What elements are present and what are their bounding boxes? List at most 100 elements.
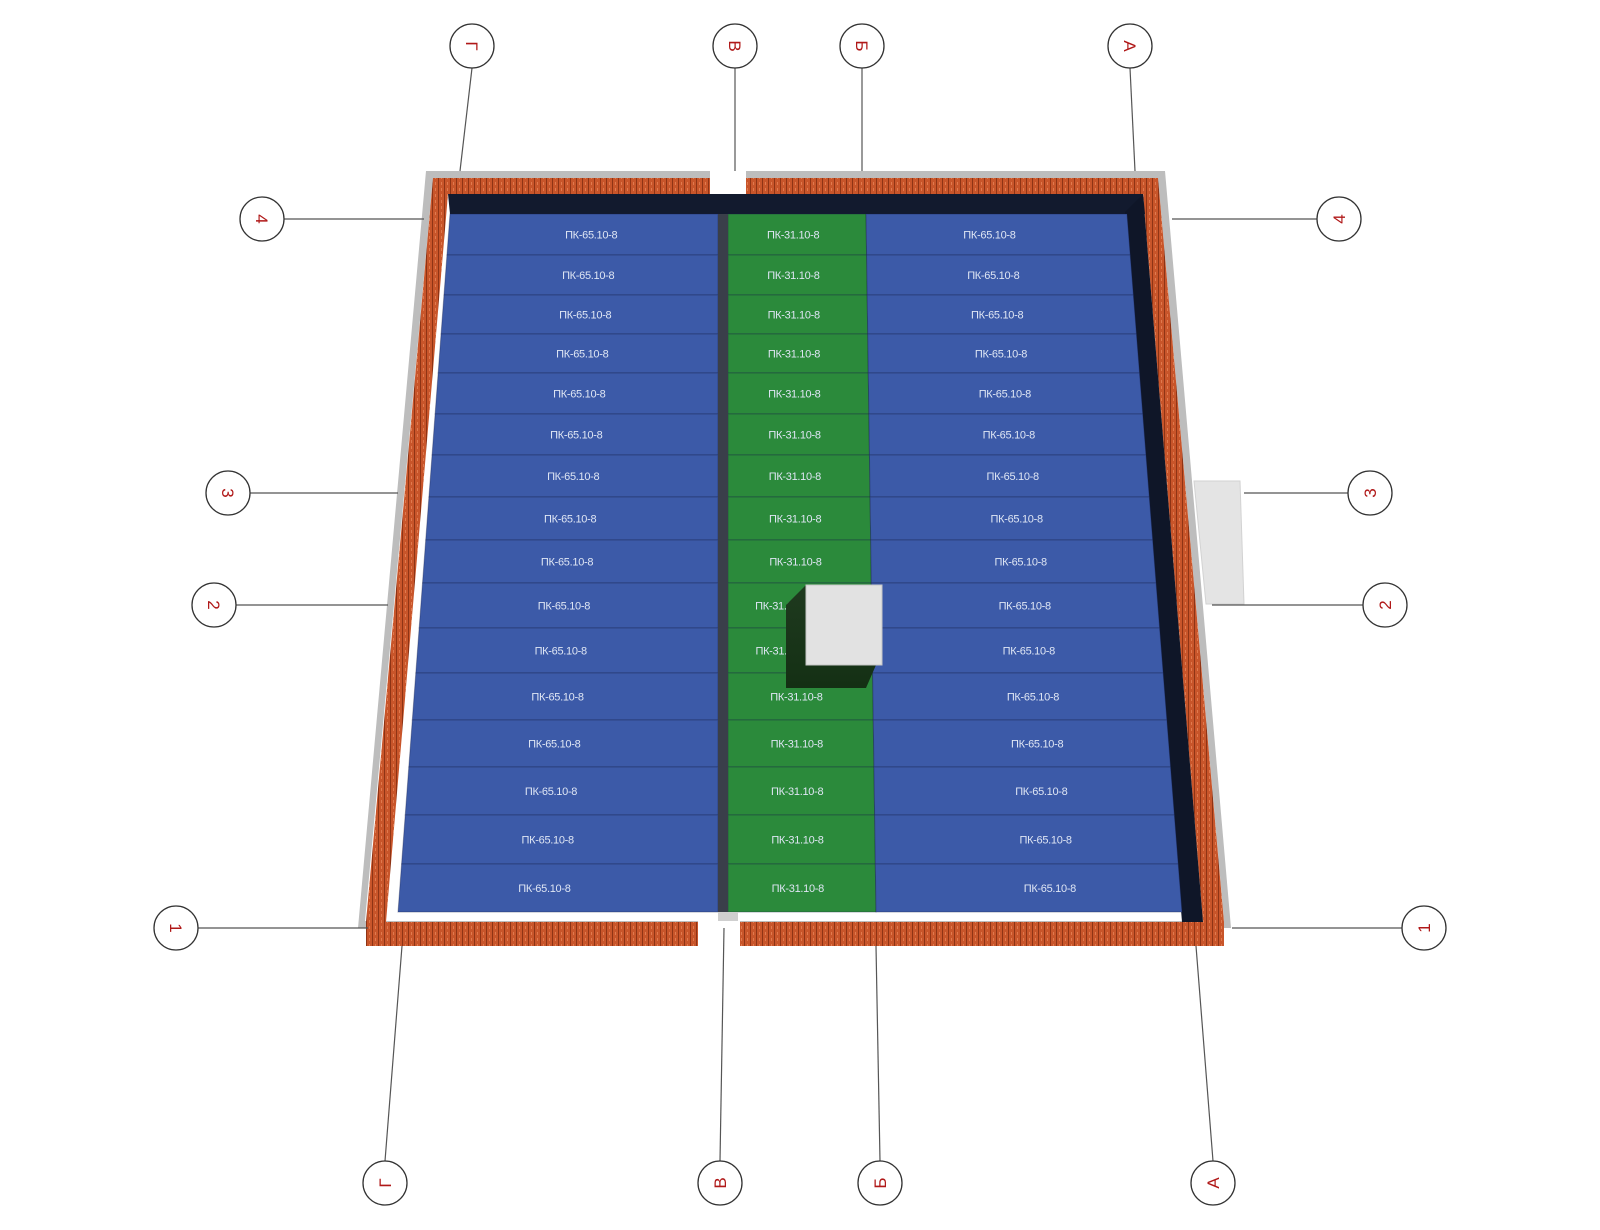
axis-marker-right-0-label: 4 [1330,214,1349,223]
middle-slab-label: ПК-31.10-8 [772,883,824,895]
axis-marker-left-0: 4 [239,196,285,242]
axis-marker-left-1-circle [205,470,251,516]
right-slab-label: ПК-65.10-8 [975,349,1027,361]
axis-marker-right-2-label: 2 [1376,600,1395,609]
axis-line-bottom-2 [875,945,881,1162]
left-slab-label: ПК-65.10-8 [544,514,596,526]
axis-marker-left-1: 3 [205,470,251,516]
left-slab-label: ПК-65.10-8 [538,601,590,613]
left-slab-label: ПК-65.10-8 [565,230,617,242]
axis-marker-left-0-circle [239,196,285,242]
axis-marker-right-0: 4 [1316,196,1362,242]
middle-slab-label: ПК-31.10-8 [767,230,819,242]
axis-marker-bottom-2: Б [857,1160,903,1206]
left-slab-label: ПК-65.10-8 [550,430,602,442]
axis-marker-left-1-label: 3 [218,488,237,497]
external-annex [1193,480,1245,605]
axis-marker-top-1-label: В [725,40,744,51]
axis-marker-left-3-circle [153,905,199,951]
axis-marker-right-1-label: 3 [1361,488,1380,497]
right-slab-label: ПК-65.10-8 [967,270,1019,282]
axis-marker-top-2-circle [839,23,885,69]
axis-marker-left-2-label: 2 [204,600,223,609]
axis-marker-right-2-circle [1362,582,1408,628]
axis-marker-top-0-circle [449,23,495,69]
axis-marker-bottom-3-circle [1190,1160,1236,1206]
right-slab-label: ПК-65.10-8 [1024,883,1076,895]
middle-slab-label: ПК-31.10-8 [768,310,820,322]
axis-line-top-0 [459,67,473,172]
axis-marker-right-3-circle [1401,905,1447,951]
axis-marker-left-2: 2 [191,582,237,628]
axis-marker-right-0-circle [1316,196,1362,242]
axis-marker-right-3: 1 [1401,905,1447,951]
axis-line-bottom-3 [1195,945,1214,1162]
right-slab-label: ПК-65.10-8 [991,514,1043,526]
right-slab-label: ПК-65.10-8 [1019,835,1071,847]
right-slab-label: ПК-65.10-8 [979,389,1031,401]
axis-marker-left-0-label: 4 [252,214,271,223]
ventilation-shaft [786,584,883,688]
axis-marker-top-1-circle [712,23,758,69]
axis-line-bottom-1 [719,927,725,1162]
slabs-right-bay: ПК-65.10-8ПК-65.10-8ПК-65.10-8ПК-65.10-8… [865,213,1183,913]
axis-marker-right-1-circle [1347,470,1393,516]
axis-marker-right-2: 2 [1362,582,1408,628]
right-slab-label: ПК-65.10-8 [963,230,1015,242]
middle-slab-label: ПК-31.10-8 [769,471,821,483]
axis-marker-top-2-label: Б [852,40,871,51]
brick-wall-bottom-left [366,922,698,946]
left-slab-label: ПК-65.10-8 [559,310,611,322]
axis-marker-bottom-0: Г [362,1160,408,1206]
axis-line-bottom-0 [384,945,403,1162]
left-slab-label: ПК-65.10-8 [528,739,580,751]
middle-slab-label: ПК-31.10-8 [769,557,821,569]
right-slab-label: ПК-65.10-8 [1003,646,1055,658]
axis-marker-right-1: 3 [1347,470,1393,516]
middle-slab-label: ПК-31.10-8 [771,786,823,798]
axis-marker-bottom-3: А [1190,1160,1236,1206]
left-slab-label: ПК-65.10-8 [553,389,605,401]
middle-slab-label: ПК-31.10-8 [769,514,821,526]
axis-marker-bottom-1-label: В [711,1177,730,1188]
middle-slab-label: ПК-31.10-8 [767,270,819,282]
shaft-top [805,584,883,666]
middle-slab-label: ПК-31.10-8 [768,349,820,361]
right-slab-label: ПК-65.10-8 [1015,786,1067,798]
right-slab-label: ПК-65.10-8 [999,601,1051,613]
right-slab-label: ПК-65.10-8 [1007,692,1059,704]
middle-slab-label: ПК-31.10-8 [770,692,822,704]
axis-marker-left-3: 1 [153,905,199,951]
left-slab-label: ПК-65.10-8 [556,349,608,361]
slabs-middle-bay: ПК-31.10-8ПК-31.10-8ПК-31.10-8ПК-31.10-8… [718,213,881,921]
axis-marker-left-3-label: 1 [166,923,185,932]
left-slab-label: ПК-65.10-8 [518,883,570,895]
left-slab-label: ПК-65.10-8 [535,646,587,658]
left-slab-label: ПК-65.10-8 [522,835,574,847]
right-slab-label: ПК-65.10-8 [1011,739,1063,751]
axis-marker-top-3-circle [1107,23,1153,69]
axis-marker-bottom-1-circle [697,1160,743,1206]
middle-slab-label: ПК-31.10-8 [768,389,820,401]
middle-slab-label: ПК-31.1 [755,646,792,658]
right-slab [874,863,1183,913]
axis-marker-bottom-1: В [697,1160,743,1206]
axis-marker-bottom-0-label: Г [376,1178,395,1187]
outer-walls [358,171,1231,946]
axis-marker-top-1: В [712,23,758,69]
axis-line-top-3 [1129,67,1136,172]
axis-marker-top-3: А [1107,23,1153,69]
middle-slab-label: ПК-31.10-8 [768,430,820,442]
axis-marker-top-2: Б [839,23,885,69]
axis-marker-bottom-3-label: А [1204,1177,1223,1189]
axis-marker-left-2-circle [191,582,237,628]
axis-marker-top-3-label: А [1120,40,1139,52]
left-slab-label: ПК-65.10-8 [547,471,599,483]
right-slab-label: ПК-65.10-8 [983,430,1035,442]
axis-marker-right-3-label: 1 [1415,923,1434,932]
bay-divider-left [718,214,728,912]
slabs-left-bay: ПК-65.10-8ПК-65.10-8ПК-65.10-8ПК-65.10-8… [397,213,719,913]
